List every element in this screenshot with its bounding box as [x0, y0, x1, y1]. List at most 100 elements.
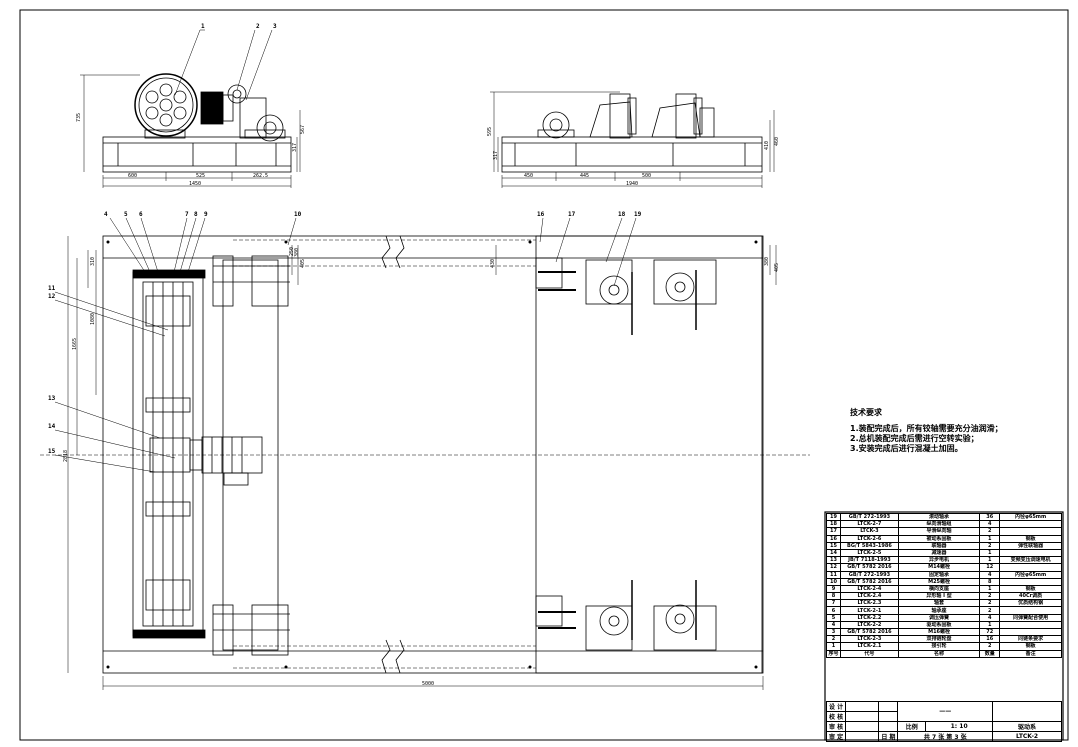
- bom-cell-no: 18: [826, 520, 841, 529]
- plan-dim-1665: 1665: [72, 338, 78, 350]
- plan-view: [102, 235, 764, 674]
- balloon-1: 1: [201, 23, 205, 30]
- balloon-12: 12: [48, 293, 56, 300]
- balloon-19: 19: [634, 211, 642, 218]
- bom-cell-no: 11: [826, 570, 841, 579]
- front-view-dimensions: [80, 29, 301, 188]
- tech-title: 技术要求: [850, 408, 882, 417]
- balloon-5: 5: [124, 211, 128, 218]
- bom-cell-no: 6: [826, 606, 841, 615]
- bom-cell-no: 9: [826, 584, 841, 594]
- tb-dash: ——: [897, 701, 994, 722]
- balloon-18: 18: [618, 211, 626, 218]
- front-dim-525: 525: [196, 173, 205, 179]
- bom-cell-no: 19: [826, 512, 841, 522]
- front-dim-262: 262.5: [253, 173, 268, 179]
- bom-cell-note: 内径φ65mm: [999, 512, 1062, 522]
- balloon-15: 15: [48, 448, 56, 455]
- bom-cell-name: 轴套: [897, 599, 981, 608]
- bom-cell-name: M16螺栓: [897, 627, 981, 637]
- plan-dim-380b: 380: [764, 257, 770, 266]
- bom-cell-code: LTCK-2-5: [839, 548, 899, 558]
- bom-cell-note: [999, 577, 1062, 586]
- bom-cell-no: 12: [826, 563, 841, 572]
- bom-cell-qty: 8: [979, 577, 1001, 586]
- balloon-3: 3: [273, 23, 277, 30]
- tb-title: 驱动系: [992, 721, 1062, 732]
- bom-cell-qty: 1: [979, 584, 1001, 594]
- side-view-dim-text: 595 317 410 460 450 445 500 1940: [487, 127, 780, 187]
- side-dim-445: 445: [580, 173, 589, 179]
- bom-cell-name: 双排链轮盘: [897, 635, 981, 644]
- bom-cell-qty: 1: [979, 556, 1001, 565]
- bom-cell-note: 内径φ65mm: [999, 570, 1062, 579]
- bom-cell-name: 接引轮: [897, 642, 981, 651]
- bom-cell-note: [999, 627, 1062, 637]
- plan-dim-1080: 1080: [90, 313, 96, 325]
- bom-cell-name: 减速器: [897, 548, 981, 558]
- bom-cell-name: 被动系固板: [897, 534, 981, 543]
- bom-cell-qty: 2: [979, 642, 1001, 651]
- bom-cell-qty: 4: [979, 613, 1001, 622]
- side-dim-500: 500: [642, 173, 651, 179]
- bom-header-row: 序号代号名称数量备注: [826, 649, 1062, 658]
- bom-cell-note: 钢板: [999, 534, 1062, 543]
- bom-cell-note: 弹性联轴器: [999, 541, 1062, 550]
- side-dim-317: 317: [493, 151, 499, 160]
- bom-cell-no: 16: [826, 534, 841, 543]
- bom-cell-qty: 36: [979, 512, 1001, 522]
- bom-cell-code: LTCK-2-2: [839, 620, 899, 630]
- bom-cell-name: 异步电机: [897, 556, 981, 565]
- bom-cell-code: LTCK-2-6: [839, 534, 899, 543]
- bom-cell-qty: 16: [979, 635, 1001, 644]
- title-block: 设 计 —— 校 核 审 核 比例 1: 10 驱动系 审 定 日 期 共 7 …: [825, 701, 1062, 742]
- bom-cell-qty: 1: [979, 534, 1001, 543]
- tb-row-approve: 审 定: [825, 731, 847, 742]
- bom-cell-note: [999, 548, 1062, 558]
- tb-scale-label: 比例: [897, 721, 927, 732]
- side-view-dimensions: [490, 91, 775, 188]
- side-dim-450: 450: [524, 173, 533, 179]
- bom-cell-qty: 2: [979, 606, 1001, 615]
- bom-cell-qty: 1: [979, 620, 1001, 630]
- front-dim-1450: 1450: [189, 181, 201, 187]
- bom-cell-qty: 72: [979, 627, 1001, 637]
- bom-cell-qty: 4: [979, 520, 1001, 529]
- bom-header-qty: 数量: [979, 649, 1001, 658]
- tb-sheets: 共 7 张 第 3 张: [897, 731, 994, 742]
- bom-header-name: 名称: [897, 649, 981, 658]
- bom-cell-name: 轴承座: [897, 606, 981, 615]
- front-dim-600: 600: [128, 173, 137, 179]
- front-dim-317: 317: [292, 143, 298, 152]
- bom-cell-code: LTCK-2.2: [839, 613, 899, 622]
- bom-cell-code: GB/T 5782 2016: [839, 627, 899, 637]
- balloon-16: 16: [537, 211, 545, 218]
- balloon-14: 14: [48, 423, 56, 430]
- bom-cell-qty: 2: [979, 599, 1001, 608]
- bom-cell-no: 5: [826, 613, 841, 622]
- balloon-labels: 1 2 3 4 5 6 7 8 9 10 11 12 13 14 15 16 1…: [48, 23, 642, 455]
- bom-cell-no: 8: [826, 592, 841, 601]
- bom-cell-name: 纵向滑轴组: [897, 520, 981, 529]
- front-dim-735: 735: [76, 113, 82, 122]
- bom-header-code: 代号: [839, 649, 899, 658]
- balloon-17: 17: [568, 211, 576, 218]
- plan-dim-380: 380: [294, 248, 300, 257]
- plan-dim-430: 430: [490, 259, 496, 268]
- bom-cell-code: JB/T 7118-1993: [839, 556, 899, 565]
- bom-cell-code: LTCK-2-1: [839, 606, 899, 615]
- sheet-border: [19, 9, 1069, 741]
- bom-cell-qty: 2: [979, 592, 1001, 601]
- bom-cell-name: 滚动轴承: [897, 512, 981, 522]
